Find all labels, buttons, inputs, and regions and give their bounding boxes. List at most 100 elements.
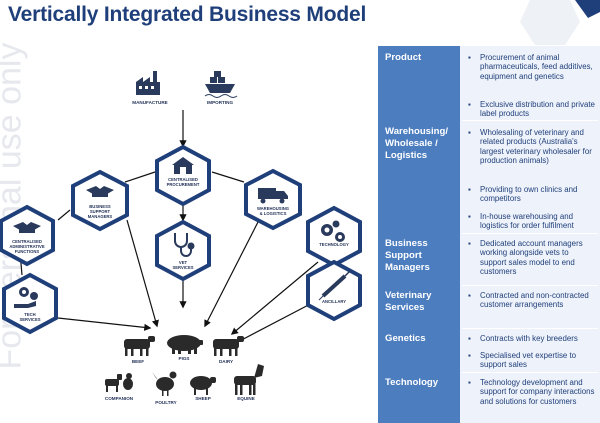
handshake-icon <box>86 186 114 197</box>
vet-label-line-2: SERVICES <box>172 265 193 270</box>
dog-cat-icon <box>105 373 133 392</box>
arrow-tech-to-animals <box>57 317 152 331</box>
arrow-warehousing-to-animals <box>204 221 259 328</box>
sheep-icon <box>190 376 216 395</box>
handshake-icon <box>13 222 41 233</box>
manufacture-node: MANUFACTURE <box>132 71 168 105</box>
row-label-genetics: Genetics <box>385 333 426 344</box>
row-divider <box>462 233 598 234</box>
row-divider <box>462 285 598 286</box>
horse-icon <box>234 364 264 395</box>
hex-vet-services: VET SERVICES <box>155 219 211 282</box>
bullet-item: ▪Specialised vet expertise to support sa… <box>468 351 577 370</box>
manufacture-label: MANUFACTURE <box>132 100 167 105</box>
admin-label-line-1: CENTRALISED <box>12 239 42 244</box>
sheep-label: SHEEP <box>195 396 211 401</box>
poultry-label: POULTRY <box>155 400 176 405</box>
arrow-technology-to-animals <box>230 261 319 335</box>
cargo-ship-icon <box>204 71 238 98</box>
bsm-label-line-1: BUSINESS <box>89 204 111 209</box>
row-label-technology: Technology <box>385 377 439 388</box>
animal-dairy: DAIRY <box>213 336 244 364</box>
bullet-item: ▪Wholesaling of veterinary and related p… <box>468 128 592 165</box>
procurement-label-line-2: PROCUREMENT <box>167 182 200 187</box>
hex-technology: TECHNOLOGY <box>306 205 362 268</box>
row-divider <box>462 328 598 329</box>
bsm-label-line-2: SUPPORT <box>90 209 111 214</box>
bullet-marker-icon: ▪ <box>468 100 471 109</box>
animal-sheep: SHEEP <box>190 376 216 401</box>
equine-label: EQUINE <box>237 396 255 401</box>
line-procurement-to-bsm <box>124 171 156 183</box>
warehouse-icon <box>172 157 194 174</box>
companion-label: COMPANION <box>105 396 134 401</box>
animal-pigs: PIGS <box>167 335 203 361</box>
bullet-marker-icon: ▪ <box>468 291 471 300</box>
hex-centralised-admin-functions: CENTRALISED ADMINISTRATIVE FUNCTIONS <box>0 204 55 267</box>
business-model-diagram: MANUFACTURE IMPORTING CENTRALISED PROCUR… <box>0 71 362 405</box>
business-model-table: Product Warehousing/ Wholesale / Logisti… <box>378 46 600 423</box>
ancillary-label: ANCILLARY <box>322 299 346 304</box>
bullet-marker-icon: ▪ <box>468 351 471 360</box>
arrow-bsm-to-animals <box>126 219 159 328</box>
row-label-product: Product <box>385 52 422 63</box>
factory-icon <box>136 71 160 95</box>
background-hex-icon <box>520 0 580 45</box>
line-procurement-to-warehousing <box>211 171 245 183</box>
gears-icon <box>321 220 345 242</box>
row-divider <box>462 372 598 373</box>
stethoscope-icon <box>174 233 195 257</box>
row-label-warehousing: Warehousing/ Wholesale / Logistics <box>385 126 449 161</box>
pigs-label: PIGS <box>179 356 190 361</box>
animal-beef: BEEF <box>124 336 155 364</box>
bullet-item: ▪Providing to own clinics and competitor… <box>468 185 578 204</box>
cow-icon <box>213 336 244 356</box>
hex-business-support-managers: BUSINESS SUPPORT MANAGERS <box>71 169 129 232</box>
bsm-label-line-3: MANAGERS <box>88 214 113 219</box>
warehousing-label-line-2: & LOGISTICS <box>260 211 287 216</box>
tech-services-label-line-2: SERVICES <box>19 317 40 322</box>
vet-label-line-1: VET <box>179 260 188 265</box>
corner-hex-icon <box>575 0 600 18</box>
truck-icon <box>258 188 288 204</box>
admin-label-line-3: FUNCTIONS <box>15 249 40 254</box>
bullet-item: ▪Exclusive distribution and private labe… <box>468 100 595 119</box>
bullet-marker-icon: ▪ <box>468 212 471 221</box>
corner-decoration <box>520 0 600 45</box>
importing-label: IMPORTING <box>207 100 233 105</box>
procurement-label-line-1: CENTRALISED <box>168 177 198 182</box>
bullet-item: ▪Contracted and non-contracted customer … <box>468 291 589 310</box>
bullet-marker-icon: ▪ <box>468 185 471 194</box>
importing-node: IMPORTING <box>204 71 238 105</box>
hex-warehousing-logistics: WAREHOUSING & LOGISTICS <box>244 168 302 231</box>
bullet-item: ▪Dedicated account managers working alon… <box>468 239 583 276</box>
page-title: Vertically Integrated Business Model <box>8 3 367 26</box>
bullet-marker-icon: ▪ <box>468 239 471 248</box>
hex-tech-services: TECH SERVICES <box>2 272 58 335</box>
line-bsm-to-admin <box>57 209 71 221</box>
animal-poultry: POULTRY <box>152 371 177 405</box>
technology-label: TECHNOLOGY <box>319 242 349 247</box>
row-label-veterinary: Veterinary Services <box>385 290 432 313</box>
bullet-marker-icon: ▪ <box>468 334 471 343</box>
syringe-icon <box>318 270 351 301</box>
admin-label-line-2: ADMINISTRATIVE <box>9 244 44 249</box>
cow-icon <box>124 336 155 356</box>
pig-icon <box>167 335 203 354</box>
animal-equine: EQUINE <box>234 364 264 401</box>
gear-hand-icon <box>14 287 38 308</box>
beef-label: BEEF <box>132 359 144 364</box>
arrow-ancillary-to-animals <box>230 299 319 346</box>
connector-lines <box>19 110 319 346</box>
tech-services-label-line-1: TECH <box>24 312 35 317</box>
table-category-column <box>378 46 460 423</box>
bullet-item: ▪In-house warehousing and logistics for … <box>468 212 574 231</box>
chicken-icon <box>152 371 177 396</box>
bullet-marker-icon: ▪ <box>468 378 471 387</box>
bullet-item: ▪Contracts with key breeders <box>468 334 578 343</box>
dairy-label: DAIRY <box>219 359 233 364</box>
bullet-item: ▪Technology development and support for … <box>468 378 595 406</box>
hex-centralised-procurement: CENTRALISED PROCUREMENT <box>155 144 211 207</box>
hex-ancillary: ANCILLARY <box>306 259 362 322</box>
animal-companion: COMPANION <box>105 373 134 401</box>
